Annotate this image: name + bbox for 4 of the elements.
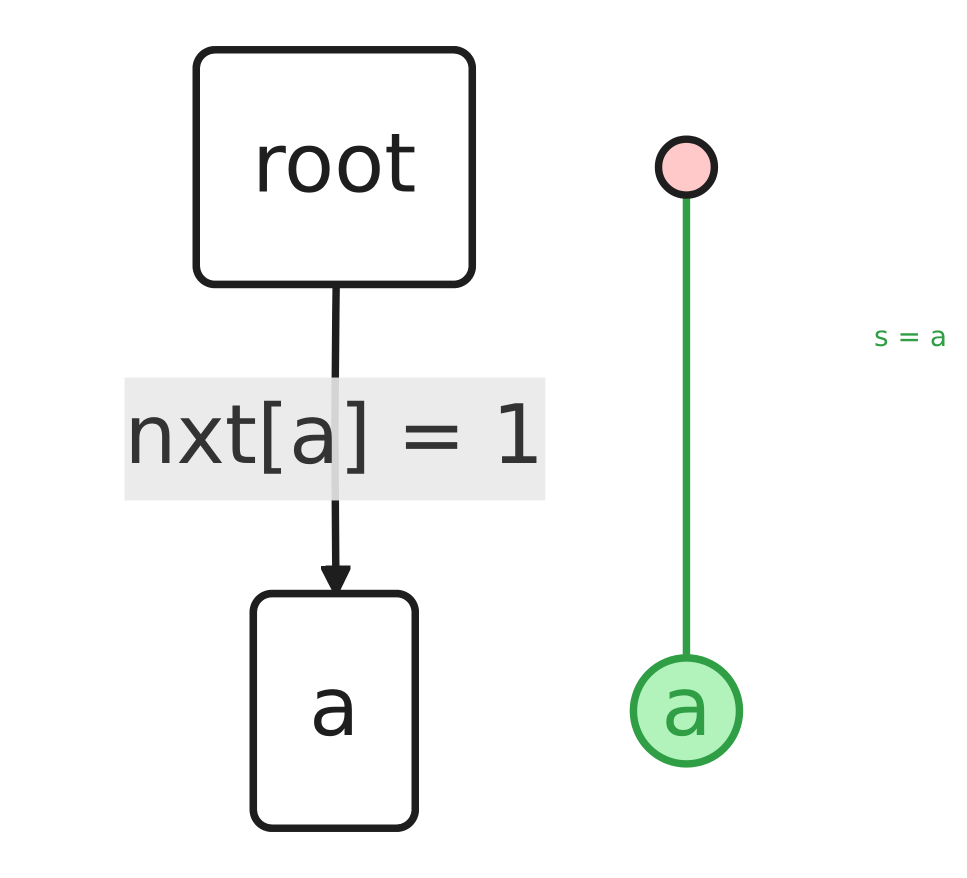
edge-label: nxt[a] = 1: [124, 392, 544, 486]
annotation-text: s = a: [874, 320, 947, 353]
node-circle: a: [630, 654, 744, 768]
node-circle: [654, 135, 718, 199]
